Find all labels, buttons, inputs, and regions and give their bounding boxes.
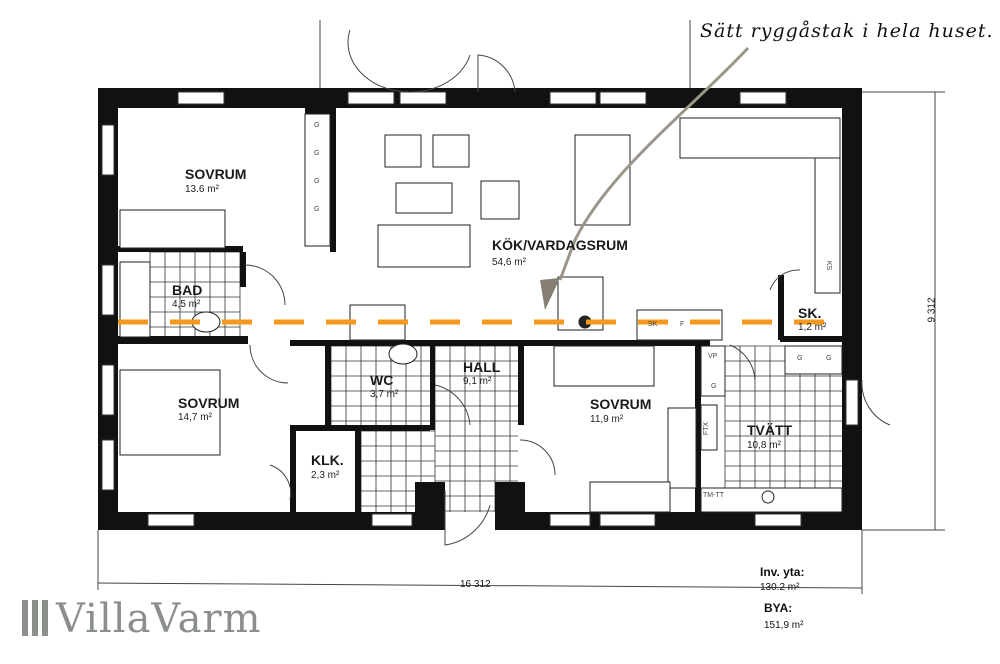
room-area: 3,7 m² <box>370 389 399 400</box>
room-area: 11,9 m² <box>590 414 624 425</box>
room-label: SOVRUM <box>590 396 652 412</box>
fixture-label: KS <box>825 260 833 271</box>
width-dimension: 16 312 <box>460 579 491 590</box>
room-area: 1,2 m² <box>798 322 827 333</box>
fixture-label: G <box>797 355 803 362</box>
room-area: 2,3 m² <box>311 470 340 481</box>
fixture-label: G <box>314 122 320 129</box>
arrow-head-icon <box>540 278 560 310</box>
door-swings <box>244 29 891 546</box>
fixture-label: SK <box>648 321 658 328</box>
fixture-label: G <box>711 383 717 390</box>
fixture-label: FTX <box>703 421 711 436</box>
inv-yta-label: Inv. yta: <box>760 565 805 579</box>
room-area: 14,7 m² <box>178 412 212 423</box>
room-label: SK. <box>798 305 822 321</box>
depth-dimension: 9 312 <box>926 297 938 323</box>
room-area: 13.6 m² <box>185 184 219 195</box>
inv-yta-value: 130.2 m² <box>760 582 800 593</box>
tile-grid <box>149 251 842 512</box>
dimension-lines <box>97 20 945 594</box>
fixture-label: G <box>314 206 320 213</box>
fixture-label: G <box>826 355 832 362</box>
villavarm-logo: VillaVarm <box>56 596 262 642</box>
room-label: HALL <box>463 359 501 375</box>
room-area: 54,6 m² <box>492 257 526 268</box>
interior-walls <box>118 108 842 515</box>
room-label: KLK. <box>311 452 344 468</box>
fixture-label: G <box>314 178 320 185</box>
room-label: TVÄTT <box>747 422 793 438</box>
fixture-label: VP <box>708 353 718 360</box>
room-label: SOVRUM <box>185 166 247 182</box>
fixture-label: G <box>314 150 320 157</box>
logo-mark-icon <box>22 600 48 636</box>
room-area: 4,5 m² <box>172 299 201 310</box>
windows <box>101 91 859 527</box>
room-area: 9,1 m² <box>463 376 492 387</box>
room-label: WC <box>370 372 394 388</box>
bya-label: BYA: <box>764 601 793 615</box>
fixture-label: TM-TT <box>703 492 724 499</box>
hand-drawn-arrow <box>558 46 750 281</box>
furniture <box>119 113 843 513</box>
room-area: 10,8 m² <box>747 440 781 451</box>
room-label: KÖK/VARDAGSRUM <box>492 237 628 253</box>
handwritten-note: Sätt ryggåstak i hela huset. <box>700 20 994 42</box>
bya-value: 151,9 m² <box>764 620 804 631</box>
room-label: BAD <box>172 282 203 298</box>
room-label: SOVRUM <box>178 395 240 411</box>
fixture-label: F <box>680 321 685 328</box>
